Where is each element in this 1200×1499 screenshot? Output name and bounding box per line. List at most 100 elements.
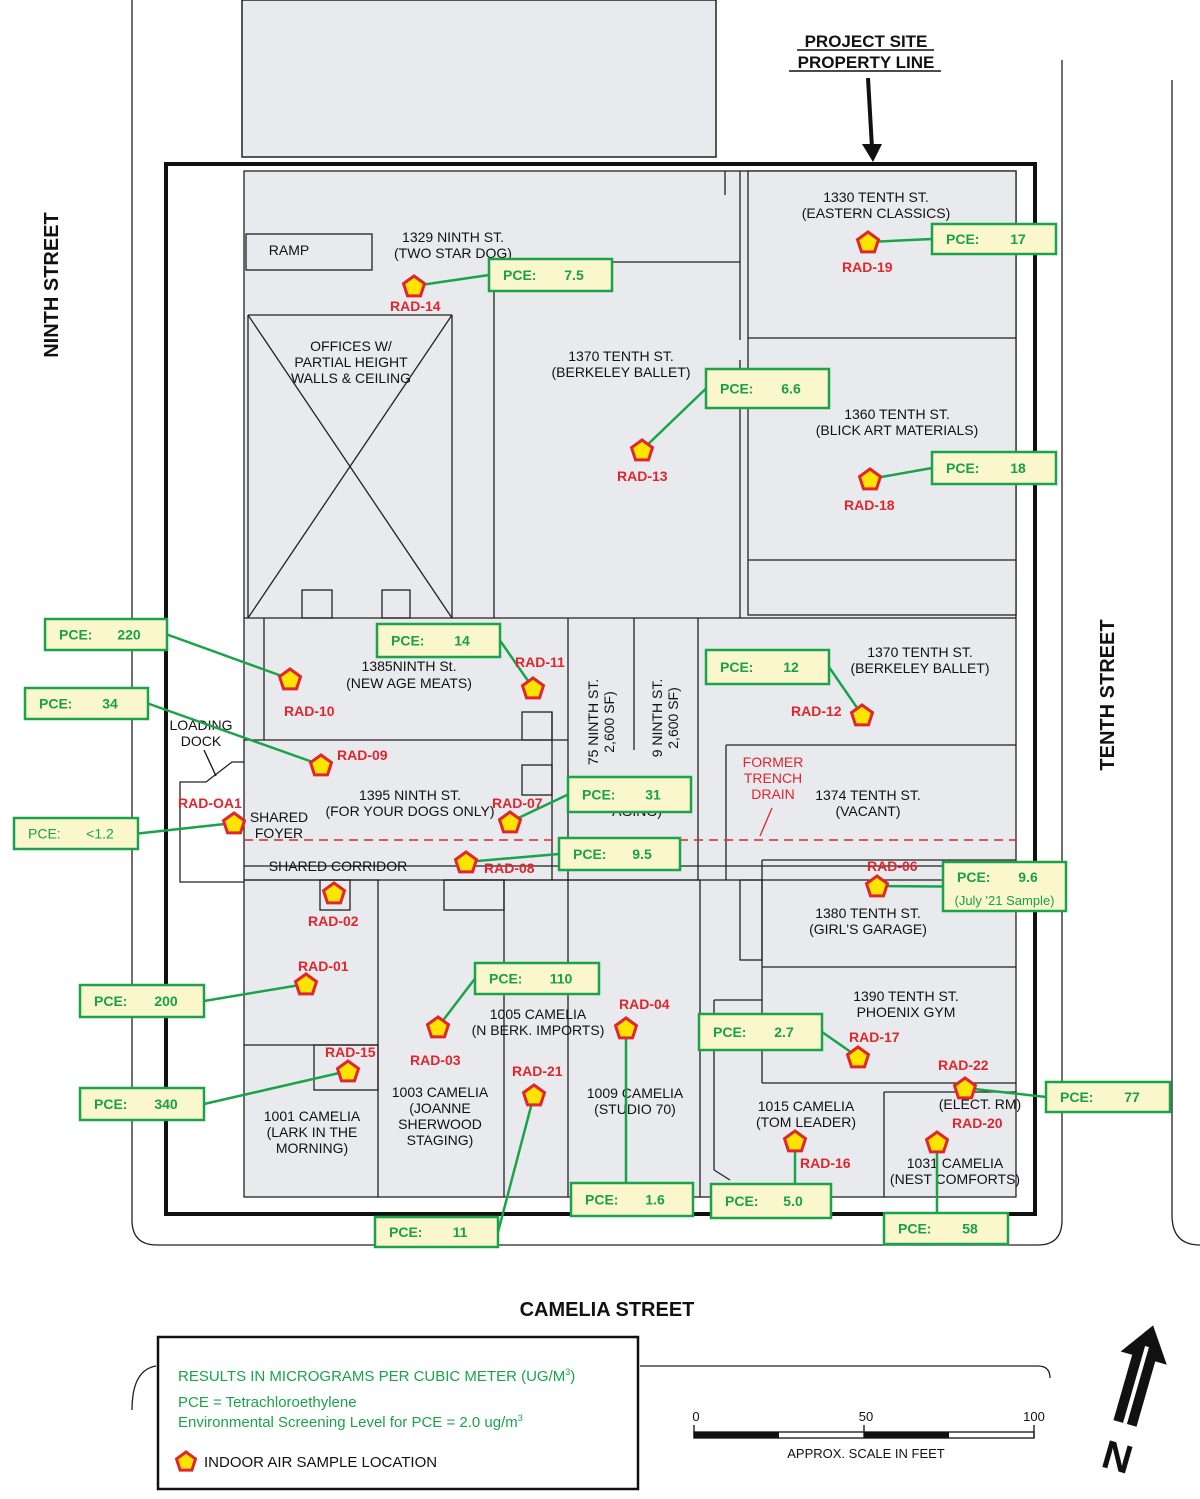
rad-16-pce-label: PCE: — [725, 1193, 758, 1209]
label-trench: FORMER — [743, 754, 804, 770]
rad-07-result-box — [566, 775, 693, 814]
rad-10-pce-value: 220 — [117, 627, 141, 643]
scale-tick-0: 0 — [692, 1409, 699, 1424]
rad-02-label: RAD-02 — [308, 913, 359, 929]
label-1031-tenant: (NEST COMFORTS) — [890, 1171, 1020, 1187]
rad-16-pce-value: 5.0 — [783, 1193, 803, 1209]
rad-08-pce-value: 9.5 — [632, 846, 652, 862]
rad-20-marker-icon — [924, 1130, 950, 1154]
label-offices: OFFICES W/ — [310, 338, 392, 354]
rad-08-result-box — [557, 836, 682, 872]
rad-08-marker-icon — [453, 850, 479, 874]
tenth-street-label: TENTH STREET — [1097, 619, 1119, 770]
label-1390-tenant: PHOENIX GYM — [857, 1004, 956, 1020]
rad-oa1-result-box — [12, 816, 140, 851]
rad-11-leader-line — [498, 639, 535, 689]
rad-10-leader-line — [166, 633, 291, 681]
rad-03-pce-value: 110 — [550, 971, 573, 987]
label-foyer: FOYER — [255, 825, 303, 841]
rad-07-pce-value: 31 — [645, 787, 661, 803]
rad-13-pce-label: PCE: — [720, 381, 753, 397]
rad-14-label: RAD-14 — [390, 298, 441, 314]
rad-18-marker-icon — [857, 467, 883, 491]
rad-20-result-box — [882, 1211, 1010, 1246]
label-1374-tenant: (VACANT) — [835, 803, 900, 819]
rad-01-pce-label: PCE: — [94, 993, 127, 1009]
rad-11-marker-icon — [520, 676, 546, 700]
rad-16-label: RAD-16 — [800, 1155, 851, 1171]
curb-line — [131, 0, 1063, 1246]
rad-14-result-box — [487, 257, 614, 293]
property-line-title-2: PROPERTY LINE — [798, 53, 935, 72]
rad-06-marker-icon — [864, 874, 890, 898]
legend-box — [156, 1335, 640, 1491]
label-1370: 1370 TENTH ST. — [568, 348, 674, 364]
label-1001: 1001 CAMELIA — [264, 1108, 361, 1124]
north-arrow-icon: N — [1097, 1325, 1167, 1483]
scale-bar: 0 50 100 APPROX. SCALE IN FEET — [692, 1409, 1044, 1461]
rad-08-pce-label: PCE: — [573, 846, 606, 862]
label-75-ninth: 75 NINTH ST. — [585, 679, 601, 765]
rad-13-label: RAD-13 — [617, 468, 668, 484]
rad-07-marker-icon — [497, 810, 523, 834]
rad-04-marker-icon — [613, 1016, 639, 1040]
rad-06-result-box — [941, 860, 1068, 913]
rad-22-pce-label: PCE: — [1060, 1089, 1093, 1105]
rad-21-pce-value: 11 — [453, 1224, 468, 1240]
rad-10-label: RAD-10 — [284, 703, 335, 719]
rad-21-leader-line — [496, 1094, 536, 1233]
label-1385-tenant: (NEW AGE MEATS) — [346, 675, 472, 691]
rad-22-result-box — [1044, 1080, 1172, 1114]
rad-18-pce-value: 18 — [1010, 460, 1026, 476]
rad-09-result-box — [23, 686, 150, 721]
rad-01-result-box — [78, 983, 206, 1019]
rad-18-result-box — [930, 450, 1058, 486]
rad-11-label: RAD-11 — [515, 654, 565, 670]
legend-units: RESULTS IN MICROGRAMS PER CUBIC METER (U… — [178, 1367, 575, 1385]
label-1370-south-tenant: (BERKELEY BALLET) — [850, 660, 989, 676]
rad-17-pce-value: 2.7 — [774, 1024, 794, 1040]
rad-20-pce-value: 58 — [962, 1221, 978, 1237]
rad-06-pce-label: PCE: — [957, 869, 990, 885]
label-1009-tenant: (STUDIO 70) — [594, 1101, 676, 1117]
rad-15-result-box — [78, 1086, 206, 1122]
interior-walls — [179, 171, 1016, 1197]
legend-sample-marker-icon — [174, 1450, 198, 1472]
rad-19-label: RAD-19 — [842, 259, 893, 275]
label-1395-tenant: (FOR YOUR DOGS ONLY) — [325, 803, 494, 819]
legend-sample-label: INDOOR AIR SAMPLE LOCATION — [204, 1454, 437, 1471]
rad-21-marker-icon — [521, 1083, 547, 1107]
east-curb — [1171, 80, 1200, 1246]
rad-oa1-pce-label: PCE: — [28, 826, 61, 842]
rad-21-label: RAD-21 — [512, 1063, 563, 1079]
rad-12-leader-line — [827, 666, 864, 716]
label-1380: 1380 TENTH ST. — [815, 905, 921, 921]
room-labels: RAMP OFFICES W/ PARTIAL HEIGHT WALLS & C… — [169, 189, 1021, 1187]
label-elect-rm: (ELECT. RM) — [939, 1096, 1021, 1112]
rad-06-sample-note: (July '21 Sample) — [954, 893, 1054, 908]
label-1005: 1005 CAMELIA — [490, 1006, 587, 1022]
rad-12-pce-value: 12 — [783, 659, 799, 675]
label-75-ninth-sf: 2,600 SF) — [601, 691, 617, 752]
label-1360: 1360 TENTH ST. — [844, 406, 950, 422]
rad-oa1-label: RAD-OA1 — [178, 795, 242, 811]
label-1003-tenant-3: STAGING) — [407, 1132, 474, 1148]
label-1009: 1009 CAMELIA — [587, 1085, 684, 1101]
rad-01-leader-line — [203, 982, 307, 1003]
rad-19-marker-icon — [855, 230, 881, 254]
rad-09-pce-label: PCE: — [39, 696, 72, 712]
rad-01-pce-value: 200 — [154, 993, 178, 1009]
scale-caption: APPROX. SCALE IN FEET — [787, 1446, 945, 1461]
rad-14-marker-icon — [401, 274, 427, 298]
rad-17-label: RAD-17 — [849, 1029, 900, 1045]
rad-11-pce-label: PCE: — [391, 633, 424, 649]
rad-03-label: RAD-03 — [410, 1052, 461, 1068]
label-1390: 1390 TENTH ST. — [853, 988, 959, 1004]
rad-15-pce-value: 340 — [154, 1096, 178, 1112]
rad-11-result-box — [375, 622, 502, 659]
rad-03-marker-icon — [425, 1015, 451, 1039]
rad-04-result-box — [569, 1181, 695, 1218]
label-ramp: RAMP — [269, 242, 309, 258]
label-offices-2: PARTIAL HEIGHT — [294, 354, 408, 370]
legend-screening-level: Environmental Screening Level for PCE = … — [178, 1413, 523, 1431]
